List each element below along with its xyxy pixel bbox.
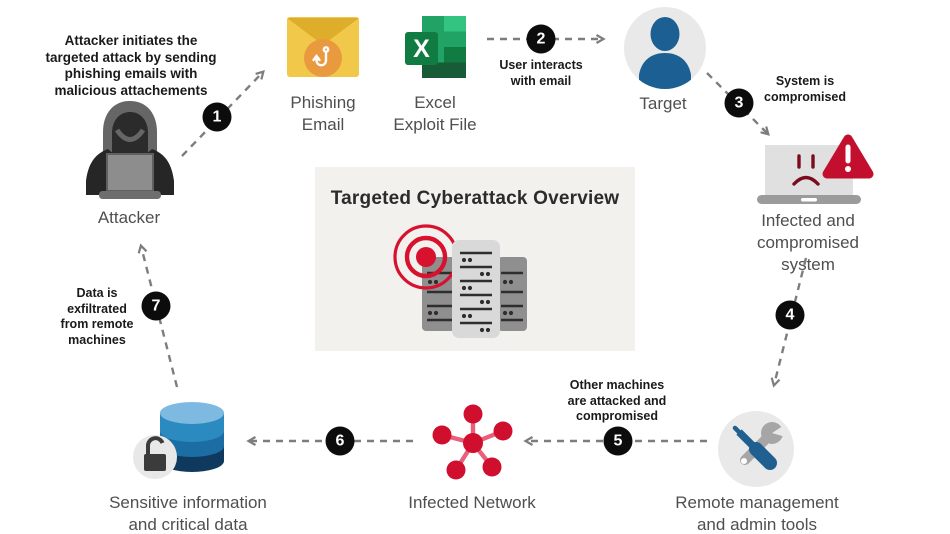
database-icon (133, 402, 224, 479)
svg-text:X: X (413, 35, 430, 63)
sad-face-icon (792, 154, 820, 186)
lock-icon (133, 435, 177, 479)
step-1-badge: 1 (202, 102, 232, 132)
attacker-label: Attacker (97, 208, 161, 227)
step-7-caption: Data is exfiltrated from remote machines (60, 286, 134, 347)
warning-triangle-icon (822, 134, 874, 179)
arrow-step-7 (137, 243, 179, 388)
step-6-badge: 6 (325, 426, 355, 456)
fishhook-icon (312, 46, 330, 67)
target-avatar (624, 7, 706, 89)
server-target-icon (393, 224, 527, 338)
step-2-caption: User interacts with email (499, 58, 583, 88)
step-1-caption: Attacker initiates the targeted attack b… (45, 33, 217, 99)
infected-network-icon (432, 404, 513, 480)
excel-file-icon: X (405, 16, 466, 78)
person-icon (639, 17, 691, 89)
tools-icon (732, 422, 789, 470)
screwdriver-icon (732, 425, 777, 470)
attacker-icon (86, 101, 174, 199)
infected-system-icon (757, 134, 874, 204)
step-2-badge: 2 (526, 24, 556, 54)
step-5-badge: 5 (603, 426, 633, 456)
diagram-title: Targeted Cyberattack Overview (330, 188, 620, 209)
step-7-badge: 7 (141, 291, 171, 321)
infected-network-label: Infected Network (408, 493, 536, 512)
step-4-badge: 4 (775, 300, 805, 330)
step-3-caption: System is compromised (764, 74, 846, 104)
remote-tools-chip (718, 411, 794, 487)
phishing-email-label: Phishing Email (290, 93, 356, 134)
remote-tools-label: Remote management and admin tools (675, 493, 839, 534)
excel-file-label: Excel Exploit File (393, 93, 477, 134)
step-5-caption: Other machines are attacked and compromi… (567, 378, 667, 423)
target-label: Target (639, 94, 687, 113)
bullseye-icon (393, 224, 459, 290)
phishing-email-icon (287, 17, 359, 77)
step-3-badge: 3 (724, 88, 754, 118)
database-label: Sensitive information and critical data (109, 493, 267, 534)
infected-system-label: Infected and compromised system (756, 211, 860, 274)
